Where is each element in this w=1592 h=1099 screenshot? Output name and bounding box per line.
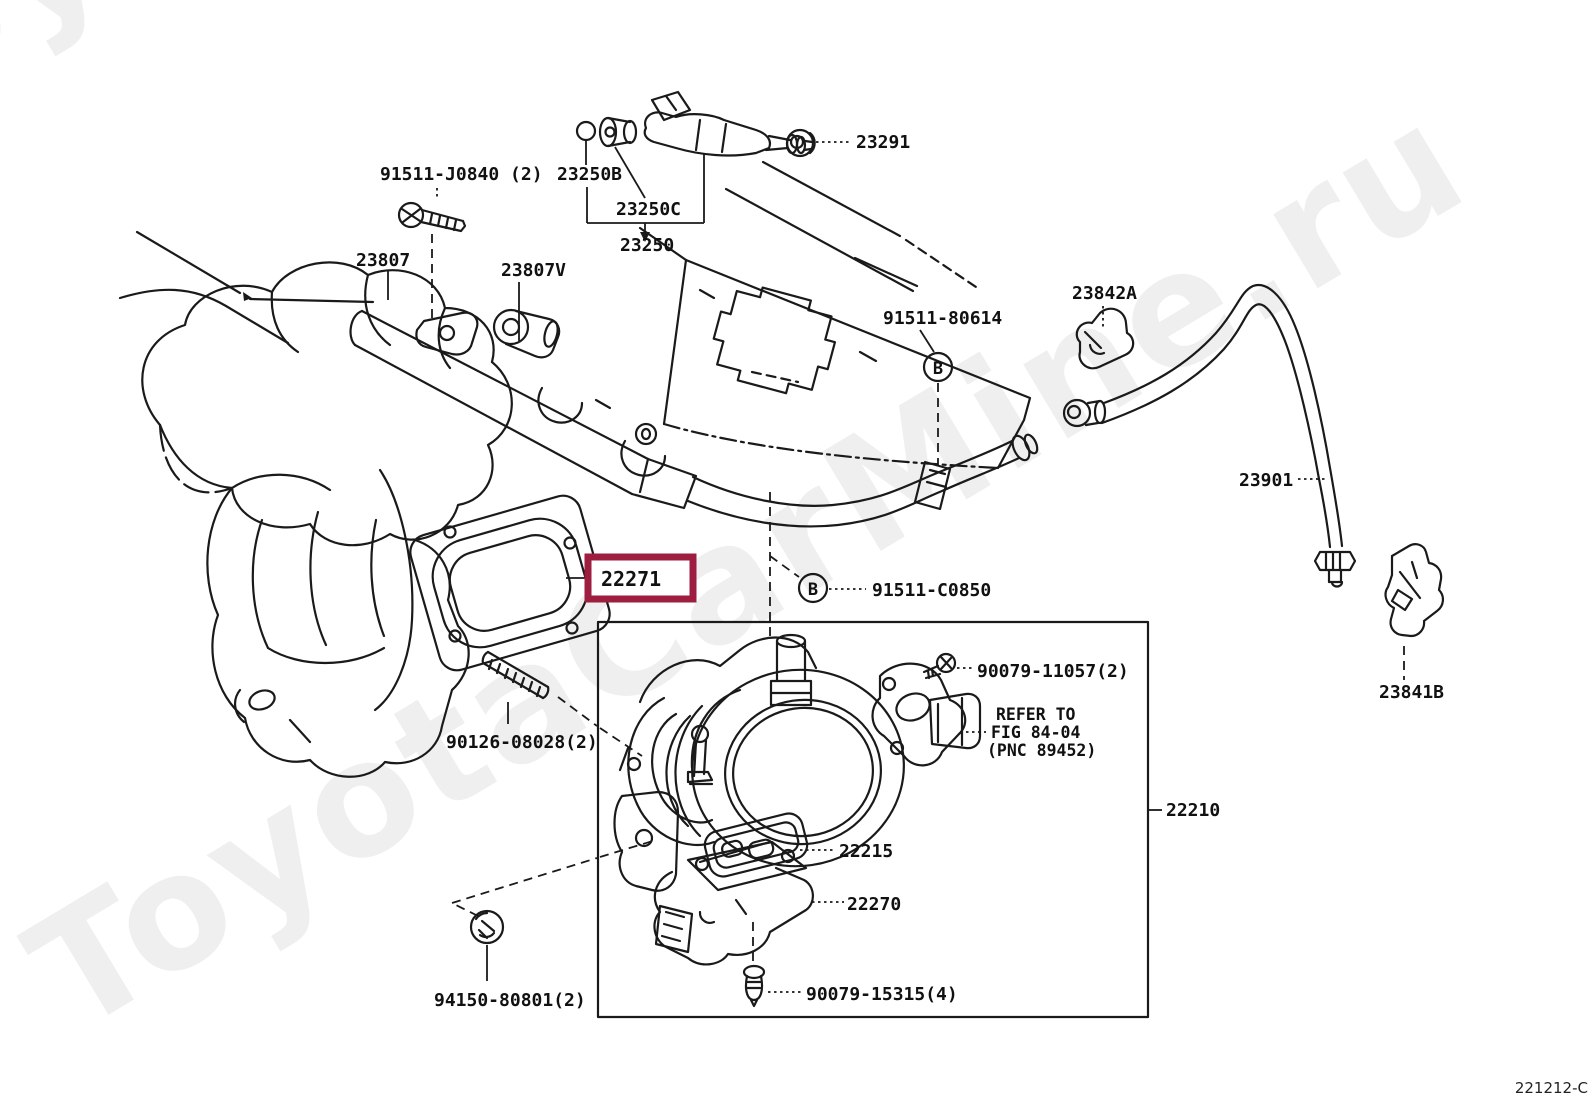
watermark-text-corner: ToyotaCarMine.ru bbox=[0, 0, 1271, 173]
callout-b2-letter: B bbox=[808, 580, 818, 600]
part-label-22271: 22271 bbox=[601, 567, 661, 591]
part-label-22215[interactable]: 22215 bbox=[839, 841, 893, 862]
note-refer-line2: FIG 84-04 bbox=[991, 723, 1080, 742]
part-label-23842a[interactable]: 23842A bbox=[1072, 283, 1137, 304]
part-label-23841b[interactable]: 23841B bbox=[1379, 682, 1444, 703]
intake-manifold-drawing bbox=[118, 230, 513, 778]
part-label-91511-c0850[interactable]: 91511-C0850 bbox=[872, 580, 991, 601]
part-label-22210[interactable]: 22210 bbox=[1166, 800, 1220, 821]
part-label-23250c[interactable]: 23250C bbox=[616, 199, 681, 220]
note-refer-line3: (PNC 89452) bbox=[987, 741, 1096, 760]
part-label-22270[interactable]: 22270 bbox=[847, 894, 901, 915]
bolt-91511-j0840-drawing bbox=[397, 201, 467, 233]
highlighted-part-22271[interactable]: 22271 bbox=[584, 553, 697, 603]
figure-code: 221212-C bbox=[1515, 1079, 1588, 1097]
fuel-rail-drawing bbox=[349, 308, 1039, 528]
part-label-23291[interactable]: 23291 bbox=[856, 132, 910, 153]
callout-b2[interactable]: B bbox=[797, 572, 829, 604]
stud-90126-drawing bbox=[481, 650, 550, 700]
callout-b1[interactable]: B bbox=[922, 351, 954, 383]
note-refer-line1: REFER TO bbox=[996, 705, 1076, 724]
highlight-box bbox=[584, 553, 697, 603]
throttle-assy-box bbox=[596, 620, 1150, 1019]
watermark: ToyotaCarMine.ru ToyotaCarMine.ru bbox=[0, 0, 1496, 1068]
part-label-23807v[interactable]: 23807V bbox=[501, 260, 566, 281]
part-label-90126-08028[interactable]: 90126-08028(2) bbox=[446, 732, 598, 753]
fuel-injector-drawing bbox=[575, 90, 978, 293]
part-label-94150-80801[interactable]: 94150-80801(2) bbox=[434, 990, 586, 1011]
part-labels: 91511-J0840 (2) 23250B 23250C 23250 2380… bbox=[356, 132, 1444, 1011]
part-label-91511-80614[interactable]: 91511-80614 bbox=[883, 308, 1002, 329]
part-label-23250[interactable]: 23250 bbox=[620, 235, 674, 256]
part-label-23807[interactable]: 23807 bbox=[356, 250, 410, 271]
throttle-body-assembly-drawing bbox=[596, 620, 1150, 1019]
part-label-90079-11057[interactable]: 90079-11057(2) bbox=[977, 661, 1129, 682]
callout-b1-letter: B bbox=[933, 359, 943, 379]
hose-clamp-23842a-drawing bbox=[1075, 307, 1135, 370]
leader-lines bbox=[387, 141, 1405, 993]
part-label-90079-15315[interactable]: 90079-15315(4) bbox=[806, 984, 958, 1005]
hose-bracket-23841b-drawing bbox=[1384, 543, 1444, 638]
part-label-23901[interactable]: 23901 bbox=[1239, 470, 1293, 491]
fuel-hose-drawing bbox=[1062, 283, 1357, 588]
nut-94150-drawing bbox=[469, 909, 505, 945]
part-label-23250b[interactable]: 23250B bbox=[557, 164, 622, 185]
part-label-91511-j0840[interactable]: 91511-J0840 (2) bbox=[380, 164, 543, 185]
watermark-text: ToyotaCarMine.ru bbox=[0, 68, 1496, 1068]
